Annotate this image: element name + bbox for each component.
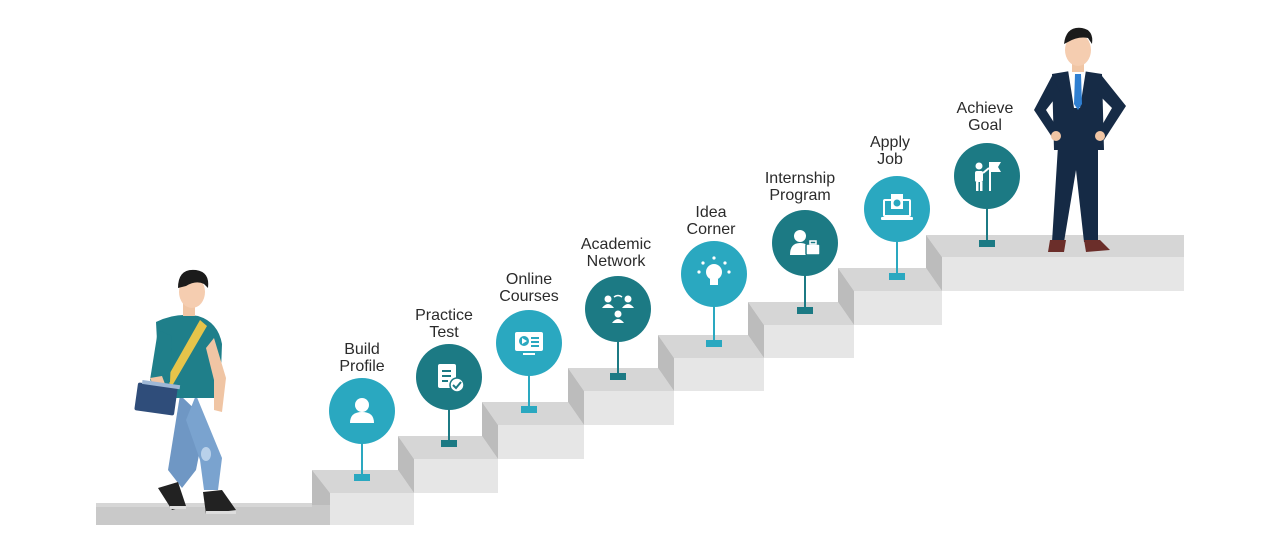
step-pin-7 [864,176,930,280]
step-pin-badge [772,210,838,276]
step-label-line1: Practice [379,307,509,324]
step-pin-5 [681,241,747,347]
step-label-line2: Program [735,187,865,204]
step-label-academic-network: Academic Network [551,236,681,270]
staircase [96,235,1184,525]
step-pin-1 [329,378,395,481]
student-figure [134,270,236,514]
step-label-line2: Job [825,151,955,168]
step-label-line2: Goal [920,117,1050,134]
step-label-line1: Achieve [920,100,1050,117]
step-label-line2: Test [379,324,509,341]
step-label-line1: Apply [825,134,955,151]
step-pin-6 [772,210,838,314]
step-label-line2: Courses [464,288,594,305]
step-label-line2: Profile [297,358,427,375]
step-label-line1: Build [297,341,427,358]
step-label-internship-program: Internship Program [735,170,865,204]
step-label-build-profile: Build Profile [297,341,427,375]
step-label-line2: Corner [646,221,776,238]
step-pin-8 [954,143,1020,247]
step-label-line1: Online [464,271,594,288]
step-pin-4 [585,276,651,380]
step-pin-badge [585,276,651,342]
step-label-achieve-goal: Achieve Goal [920,100,1050,134]
businessman-figure [1034,28,1126,252]
step-label-line2: Network [551,253,681,270]
step-label-online-courses: Online Courses [464,271,594,305]
step-label-apply-job: Apply Job [825,134,955,168]
step-label-line1: Academic [551,236,681,253]
step-pin-badge [954,143,1020,209]
step-label-line1: Internship [735,170,865,187]
step-label-line1: Idea [646,204,776,221]
step-label-idea-corner: Idea Corner [646,204,776,238]
step-label-practice-test: Practice Test [379,307,509,341]
